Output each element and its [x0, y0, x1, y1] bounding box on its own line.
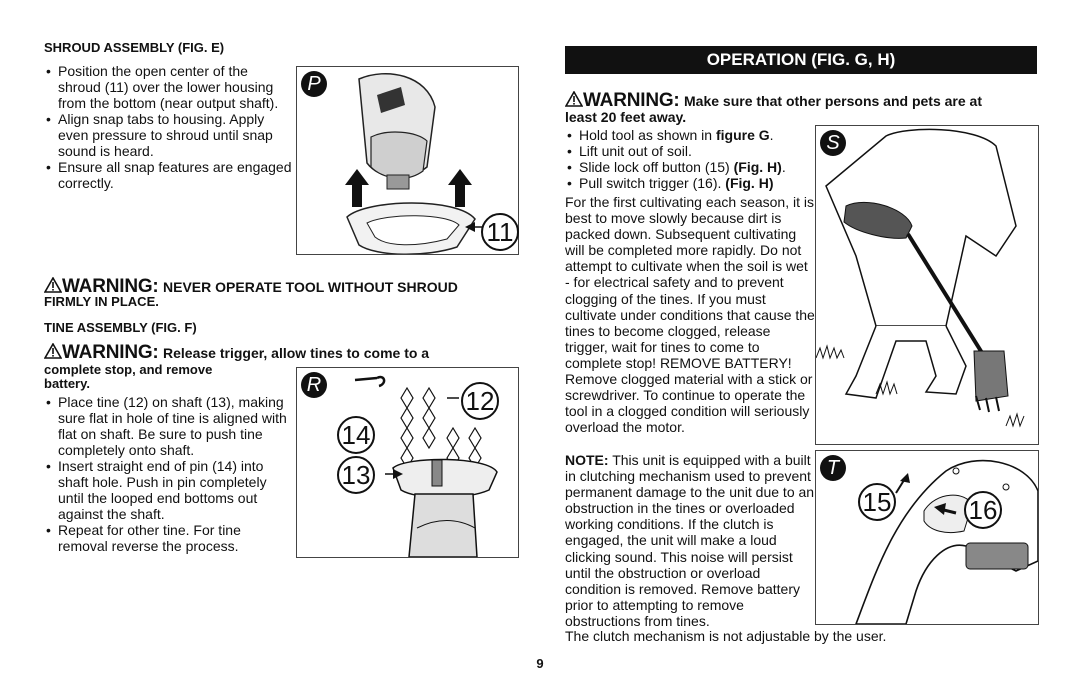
tine-step: Place tine (12) on shaft (13), making su…: [44, 394, 294, 458]
callout-14: 14: [337, 416, 375, 454]
shroud-steps: Position the open center of the shroud (…: [44, 63, 294, 191]
warning-text-line2-words: least 20 feet away: [565, 109, 683, 125]
figure-letter-p: P: [301, 71, 327, 97]
callout-13: 13: [337, 456, 375, 494]
warning-text: Make sure that other persons and pets ar…: [684, 93, 982, 109]
figure-letter-s: S: [820, 130, 846, 156]
shroud-step: Ensure all snap features are engaged cor…: [44, 159, 294, 191]
warning-text-line2: least 20 feet away.: [565, 109, 687, 125]
figure-letter-t: T: [820, 455, 846, 481]
figure-s: S: [815, 125, 1039, 445]
operation-paragraph: For the first cultivating each season, i…: [565, 194, 815, 436]
shroud-step: Position the open center of the shroud (…: [44, 63, 294, 111]
figure-r: R 12 14 13: [296, 367, 519, 558]
operation-step: Hold tool as shown in figure G.: [565, 127, 815, 143]
warning-shroud: WARNING: NEVER OPERATE TOOL WITHOUT SHRO…: [43, 276, 524, 298]
warning-triangle-icon: [43, 276, 63, 293]
callout-11: 11: [481, 213, 519, 251]
warning-triangle-icon: [564, 90, 584, 107]
page-number: 9: [536, 656, 544, 671]
figure-t: T 15 16: [815, 450, 1039, 625]
figure-p: P 11: [296, 66, 519, 255]
tine-step: Repeat for other tine. For tine removal …: [44, 522, 294, 554]
warning-text-line2: complete stop, and remove: [44, 362, 213, 377]
callout-16: 16: [964, 491, 1002, 529]
tine-steps: Place tine (12) on shaft (13), making su…: [44, 394, 294, 554]
operation-step: Pull switch trigger (16). (Fig. H): [565, 175, 815, 191]
tine-illustration: [354, 375, 498, 557]
operation-steps: Hold tool as shown in figure G. Lift uni…: [565, 127, 815, 191]
callout-15: 15: [858, 483, 896, 521]
switch-illustration: [855, 459, 1038, 624]
warning-text: Release trigger, allow tines to come to …: [163, 345, 430, 361]
note-label: NOTE:: [565, 452, 609, 468]
tine-heading: TINE ASSEMBLY (FIG. F): [44, 320, 197, 335]
tine-step: Insert straight end of pin (14) into sha…: [44, 458, 294, 522]
shroud-heading: SHROUD ASSEMBLY (FIG. E): [44, 40, 225, 55]
operation-step: Lift unit out of soil.: [565, 143, 815, 159]
shroud-step: Align snap tabs to housing. Apply even p…: [44, 111, 294, 159]
operation-step: Slide lock off button (15) (Fig. H).: [565, 159, 815, 175]
warning-text-line2: FIRMLY IN PLACE.: [44, 294, 159, 309]
warning-label: WARNING:: [62, 276, 159, 297]
warning-label: WARNING:: [583, 90, 680, 111]
note-text: This unit is equipped with a built in cl…: [565, 452, 815, 629]
warning-operation: WARNING: Make sure that other persons an…: [564, 90, 1045, 112]
operation-header: OPERATION (FIG. G, H): [565, 46, 1037, 74]
warning-text: NEVER OPERATE TOOL WITHOUT SHROUD: [163, 279, 458, 295]
warning-label: WARNING:: [62, 342, 159, 363]
callout-12: 12: [461, 382, 499, 420]
operator-illustration: [816, 128, 1025, 428]
warning-triangle-icon: [43, 342, 63, 359]
clutch-note: The clutch mechanism is not adjustable b…: [565, 628, 887, 644]
warning-text-line3: battery.: [44, 376, 90, 391]
figure-letter-r: R: [301, 372, 327, 398]
warning-tine: WARNING: Release trigger, allow tines to…: [43, 342, 534, 364]
note-paragraph: NOTE: This unit is equipped with a built…: [565, 452, 815, 629]
